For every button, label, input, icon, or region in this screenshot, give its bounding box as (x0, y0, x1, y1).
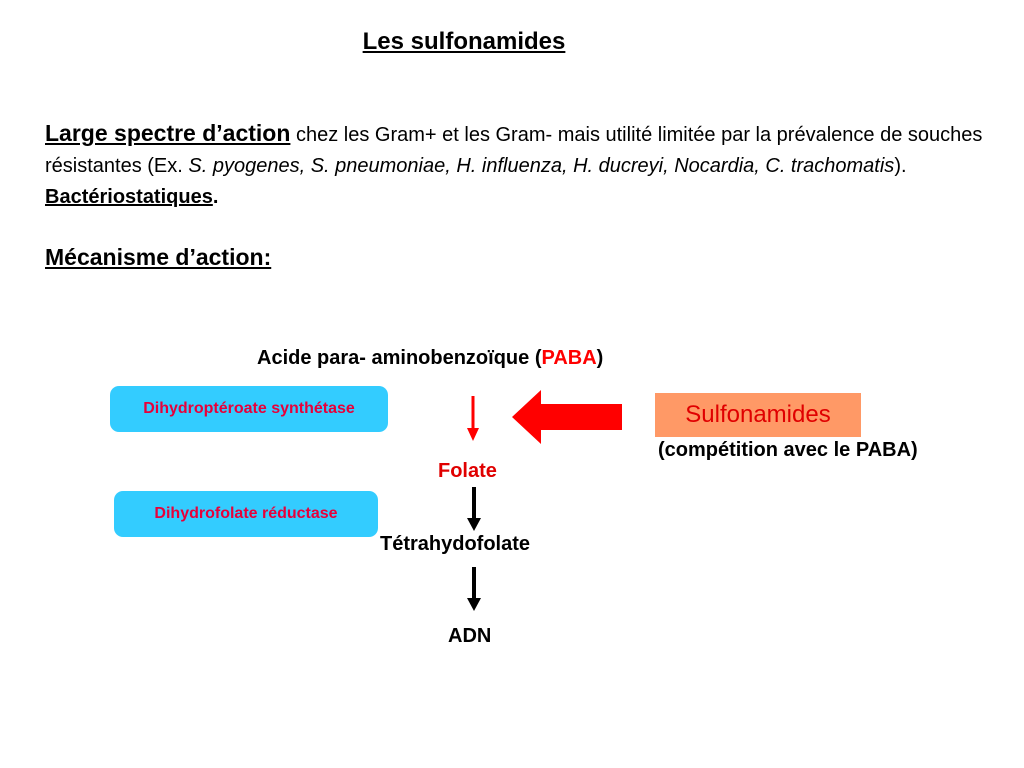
slide-title: Les sulfonamides (362, 28, 566, 55)
substrate-abbr: PABA (541, 347, 597, 369)
intro-text-1: chez les Gram+ et les Gram- mais utilité… (45, 124, 983, 177)
substrate-label: Acide para- aminobenzoïque (PABA) (257, 347, 603, 370)
inhibitor-note: (compétition avec le PABA) (658, 439, 918, 461)
intro-species: S. pyogenes, S. pneumoniae, H. influenza… (188, 155, 895, 177)
product-tetrahydrofolate: Tétrahydofolate (380, 533, 531, 555)
intro-period: . (212, 186, 219, 208)
mechanism-heading: Mécanisme d’action: (45, 244, 272, 270)
enzyme-label-dhfr: Dihydrofolate réductase (154, 505, 338, 522)
intro-lead: Large spectre d’action (45, 120, 291, 146)
substrate-prefix: Acide para- aminobenzoïque ( (257, 347, 542, 369)
arrow-paba-to-folate (467, 396, 479, 441)
inhibitor-label: Sulfonamides (685, 401, 831, 428)
enzyme-label-dhps: Dihydroptéroate synthétase (143, 400, 355, 417)
inhibitor-box: Sulfonamides (655, 393, 861, 437)
intro-paragraph: Large spectre d’action chez les Gram+ et… (45, 118, 1020, 213)
intro-effect: Bactériostatiques (45, 186, 213, 208)
substrate-suffix: ) (596, 347, 604, 369)
product-adn: ADN (448, 625, 492, 647)
intro-text-2: ). (894, 155, 907, 177)
arrow-thf-to-adn (467, 567, 481, 611)
enzyme-box-dhps: Dihydroptéroate synthétase (110, 386, 388, 432)
product-folate: Folate (438, 460, 497, 482)
arrow-folate-to-thf (467, 487, 481, 531)
inhibition-arrow (512, 390, 622, 444)
enzyme-box-dhfr: Dihydrofolate réductase (114, 491, 378, 537)
